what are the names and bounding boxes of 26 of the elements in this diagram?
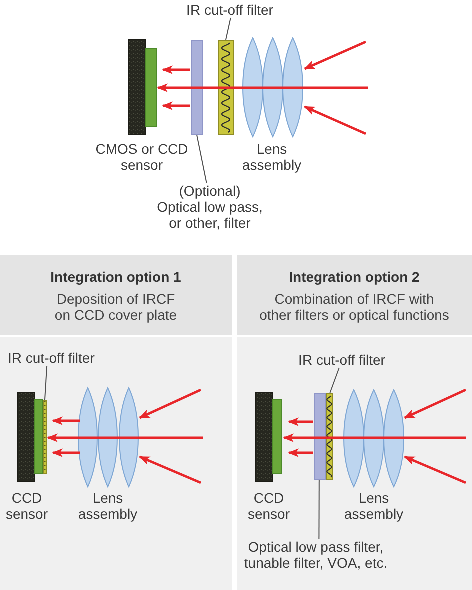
- wavy-filter-plate: [218, 40, 234, 135]
- leader-line: [226, 18, 232, 40]
- part-label: CMOS or CCD sensor: [94, 141, 190, 173]
- option-panel: [0, 255, 232, 590]
- callout-label: IR cut-off filter: [298, 352, 386, 368]
- panel-subtitle: Combination of IRCF with other filters or optical functions: [258, 291, 450, 323]
- filter-plate: [314, 393, 326, 480]
- option-panel: [237, 255, 472, 590]
- panel-subtitle: Deposition of IRCF on CCD cover plate: [54, 291, 178, 323]
- leader-line: [44, 366, 48, 400]
- callout-label: Optical low pass filter, tunable filter, VOA, etc.: [236, 539, 396, 571]
- part-label: Lens assembly: [343, 490, 405, 522]
- panel-title: Integration option 1: [50, 269, 182, 285]
- part-label: CCD sensor: [246, 490, 292, 522]
- part-label: Lens assembly: [77, 490, 139, 522]
- panel-title: Integration option 2: [289, 269, 420, 285]
- callout-label: (Optional) Optical low pass, or other, filter: [156, 183, 264, 231]
- part-label: CCD sensor: [4, 490, 50, 522]
- leader-line: [318, 480, 320, 540]
- callout-label: IR cut-off filter: [186, 2, 274, 18]
- filter-plate: [191, 40, 203, 135]
- leader-line: [330, 368, 340, 394]
- wavy-filter-plate: [326, 393, 333, 480]
- part-label: Lens assembly: [241, 141, 303, 173]
- leader-line: [196, 134, 208, 184]
- callout-label: IR cut-off filter: [8, 350, 95, 366]
